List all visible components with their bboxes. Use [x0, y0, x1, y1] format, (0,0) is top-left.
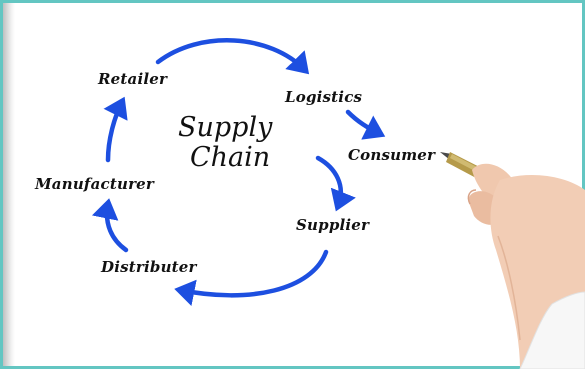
node-logistics: Logistics [285, 88, 363, 106]
node-consumer: Consumer [348, 146, 436, 164]
title-line-1: Supply [178, 112, 273, 143]
arrow-logistics-to-consumer [345, 109, 386, 140]
node-manufacturer: Manufacturer [35, 175, 155, 193]
node-supplier: Supplier [296, 216, 370, 234]
arrow-distributer-to-manufacturer [91, 198, 129, 253]
node-distributer: Distributer [101, 258, 197, 276]
left-edge-shadow [3, 3, 15, 366]
arrow-manufacturer-to-retailer [103, 96, 128, 163]
hand-icon [467, 163, 585, 369]
node-retailer: Retailer [98, 70, 168, 88]
title-line-2: Chain [190, 142, 271, 173]
arrow-retailer-to-logistics [155, 38, 310, 75]
arrow-supplier-to-distributer [174, 249, 329, 307]
arrow-to-supplier [315, 155, 356, 212]
